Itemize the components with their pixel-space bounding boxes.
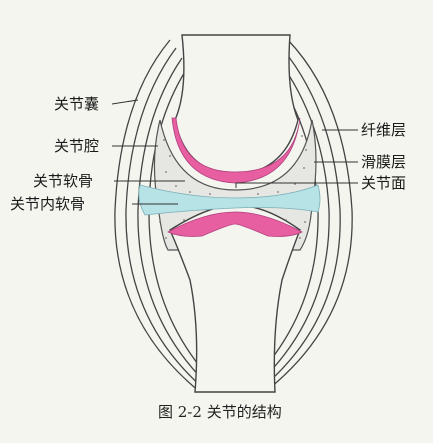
label-fibrous-layer: 纤维层: [361, 121, 406, 139]
articular-disc: [138, 184, 321, 216]
upper-cartilage: [171, 117, 301, 184]
figure-caption: 图 2-2 关节的结构: [158, 403, 282, 421]
upper-bone: [174, 34, 299, 176]
leader-lines: [111, 99, 358, 205]
label-articular-disc: 关节内软骨: [10, 195, 85, 213]
label-articular-cartilage: 关节软骨: [33, 172, 93, 190]
joint-capsule-right: [258, 39, 353, 393]
label-synovial-layer: 滑膜层: [361, 153, 406, 171]
label-joint-cavity: 关节腔: [54, 137, 99, 155]
joint-capsule-left: [114, 39, 207, 393]
lower-cartilage: [167, 211, 303, 237]
label-joint-capsule: 关节囊: [54, 95, 99, 113]
label-articular-surface: 关节面: [361, 174, 406, 192]
cavity-dots: [159, 135, 307, 239]
